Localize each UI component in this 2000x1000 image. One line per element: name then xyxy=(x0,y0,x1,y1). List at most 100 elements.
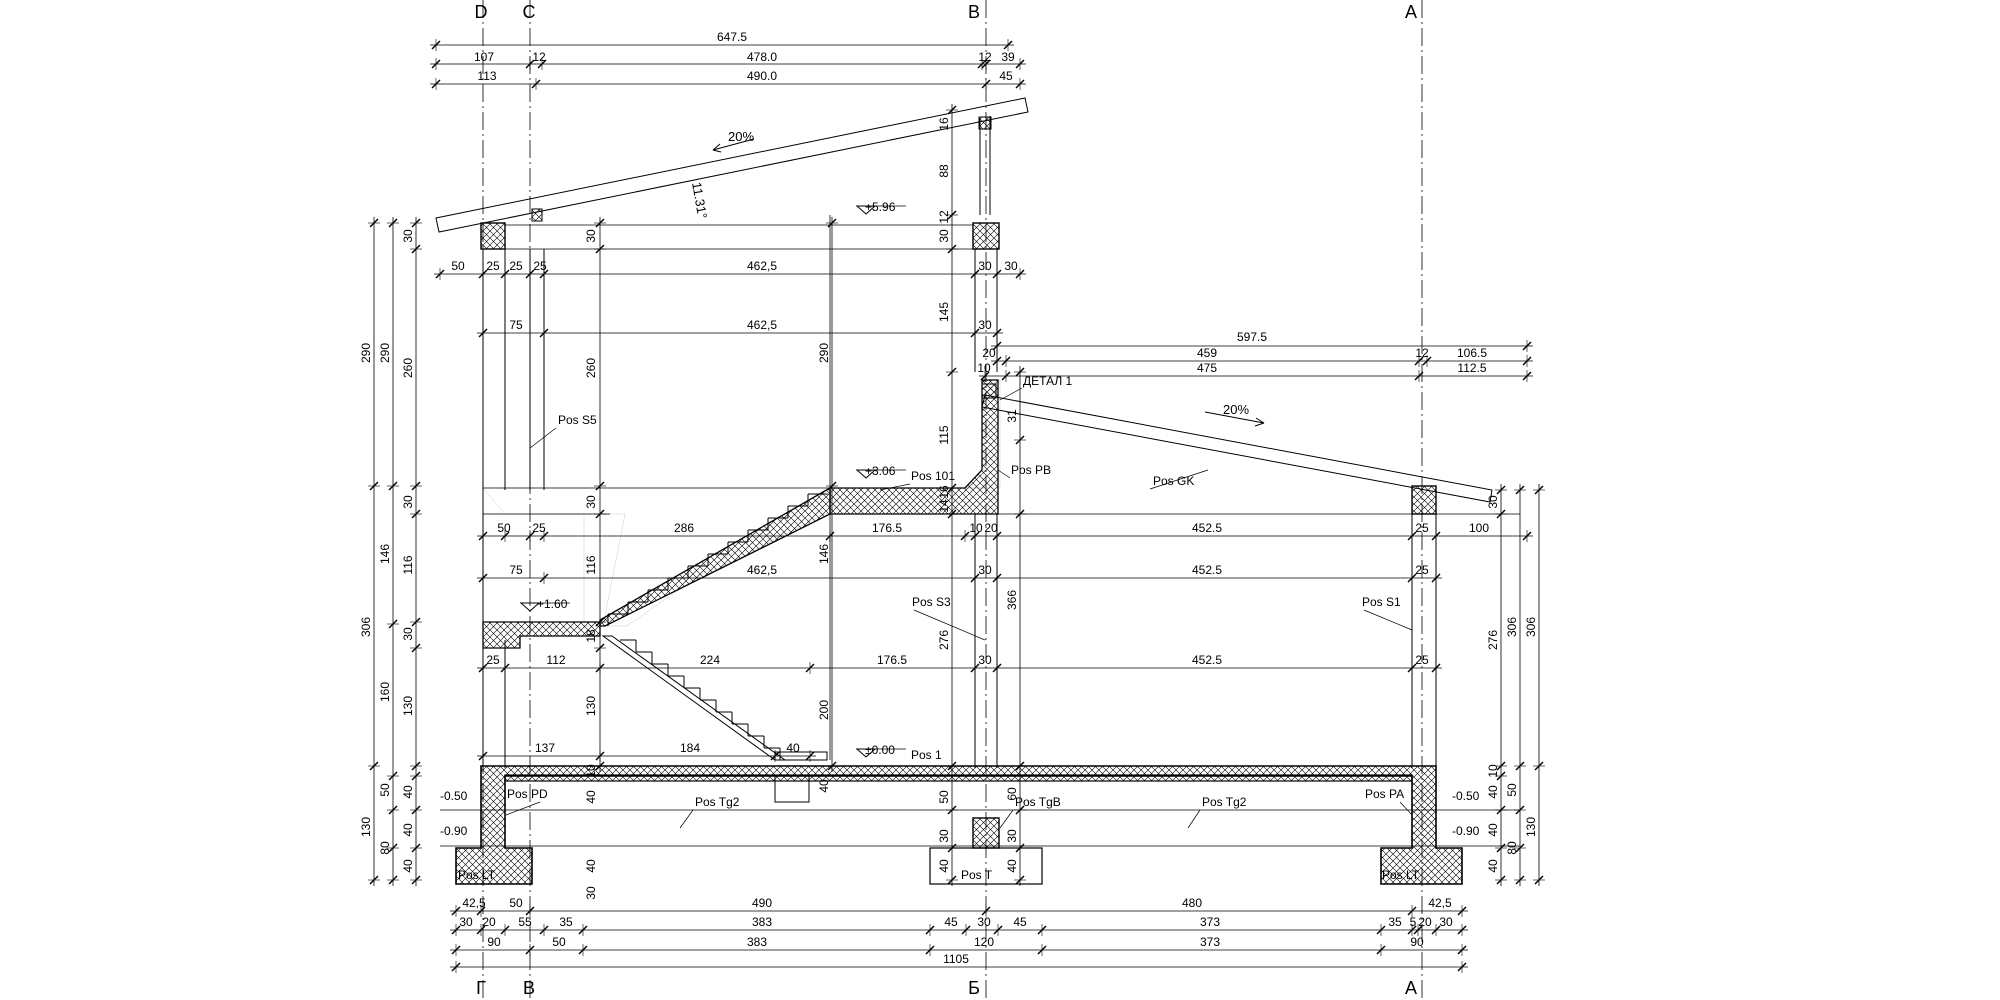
axis-label-a-bottom: А xyxy=(1405,978,1417,998)
label-leader xyxy=(1187,809,1201,829)
dim-text: 100 xyxy=(1469,521,1489,535)
dim-text: 113 xyxy=(477,69,496,83)
dim-text: 112 xyxy=(546,653,565,667)
dim-overall: 647.5 xyxy=(717,30,747,44)
roof-sheet-right xyxy=(981,394,1493,503)
dim-text: 50 xyxy=(1505,783,1519,797)
strip-footing-b xyxy=(929,847,1043,885)
ring-beam-right xyxy=(972,222,1000,250)
label-pos-s3: Pos S3 xyxy=(912,595,951,609)
dim-text: 20 xyxy=(1418,915,1432,929)
axis-label-a-top: A xyxy=(1405,2,1417,22)
dim-text: 50 xyxy=(497,521,511,535)
dim-text: 50 xyxy=(509,896,523,910)
slope-arrow-right xyxy=(1204,411,1265,424)
dim-text: 90 xyxy=(1410,935,1424,949)
slope-label-left: 20% xyxy=(728,129,754,144)
dim-text: 40 xyxy=(937,859,951,873)
dimension-lines xyxy=(368,39,1545,973)
level-mark-ground-right: -0.50 xyxy=(1452,789,1480,803)
label-pos-1: Pos 1 xyxy=(911,748,942,762)
label-leader xyxy=(1363,609,1413,631)
dim-text: 130 xyxy=(401,696,415,716)
roof-angle-label: 11.31° xyxy=(689,181,710,220)
dim-text: 30 xyxy=(978,259,992,273)
roof-purlin xyxy=(531,208,543,222)
dim-text: 40 xyxy=(1486,823,1500,837)
dim-text: 40 xyxy=(1486,859,1500,873)
dim-text: 75 xyxy=(509,318,523,332)
dim-text: 112.5 xyxy=(1457,361,1486,375)
axis-label-b-bottom: Б xyxy=(968,978,980,998)
slab-top xyxy=(504,774,1413,782)
dim-text: 12 xyxy=(532,50,546,64)
dim-text: 40 xyxy=(786,741,800,755)
dim-text: 30 xyxy=(978,653,992,667)
dim-text: 30 xyxy=(401,495,415,509)
label-pos-pa: Pos PA xyxy=(1365,787,1404,801)
dim-text: 30 xyxy=(937,229,951,243)
dim-text: 260 xyxy=(584,358,598,378)
label-detail-1: ДЕТАЛ 1 xyxy=(1023,374,1073,388)
level-mark-landing: +1.60 xyxy=(537,597,568,611)
dim-text: 306 xyxy=(1505,617,1519,637)
dim-text: 25 xyxy=(486,653,500,667)
dim-text: 478.0 xyxy=(747,50,777,64)
dim-text: 160 xyxy=(378,682,392,702)
dim-text: 290 xyxy=(378,343,392,363)
dim-text: 30 xyxy=(978,318,992,332)
dim-text: 276 xyxy=(1486,630,1500,650)
detail-1-marker xyxy=(981,383,997,399)
dim-text: 146 xyxy=(378,544,392,564)
dim-text: 50 xyxy=(451,259,465,273)
dim-text: 10 xyxy=(969,521,983,535)
dim-text: 12 xyxy=(978,50,992,64)
dim-text: 145 xyxy=(937,302,951,322)
dim-text: 30 xyxy=(401,229,415,243)
label-leader xyxy=(1149,469,1209,490)
label-pos-lt-left: Pos LT xyxy=(458,868,496,882)
dim-text: 107 xyxy=(474,50,494,64)
level-mark-roof: +5.96 xyxy=(865,200,896,214)
dim-text: 276 xyxy=(937,630,951,650)
dim-text: 30 xyxy=(584,229,598,243)
label-pos-tg2-left: Pos Tg2 xyxy=(695,795,740,809)
dim-text: 146 xyxy=(817,544,831,564)
label-leader xyxy=(999,387,1023,401)
label-pos-101: Pos 101 xyxy=(911,469,955,483)
dim-text: 42,5 xyxy=(1428,896,1452,910)
dim-text: 45 xyxy=(999,69,1013,83)
position-labels: Pos S5 Pos 101 Pos PB ДЕТАЛ 1 Pos GK Pos… xyxy=(458,374,1420,882)
dim-text: 10 xyxy=(977,361,991,375)
dim-text: 286 xyxy=(674,521,694,535)
dim-text: 40 xyxy=(584,790,598,804)
dim-text: 14 xyxy=(937,499,951,513)
label-pos-tgb: Pos TgB xyxy=(1015,795,1061,809)
slope-arrow-head xyxy=(1255,417,1265,424)
roof-post-cap xyxy=(978,116,992,130)
slope-label-right: 20% xyxy=(1223,402,1249,417)
dim-text: 25 xyxy=(486,259,500,273)
roof-sheet-left xyxy=(435,97,1029,233)
slope-arrow-head xyxy=(712,143,721,151)
dim-text: 20 xyxy=(982,346,996,360)
dim-text: 25 xyxy=(1415,653,1429,667)
label-leader xyxy=(505,801,541,816)
dim-text: 20 xyxy=(482,915,496,929)
dim-text: 224 xyxy=(700,653,720,667)
dim-text: 475 xyxy=(1197,361,1217,375)
left-vertical-dim-text: 290 306 130 290 146 160 30 260 30 116 30… xyxy=(359,229,415,873)
dim-text: 18 xyxy=(584,629,598,643)
dim-text: 290 xyxy=(359,343,373,363)
label-leader xyxy=(879,483,911,491)
dim-text: 60 xyxy=(1005,787,1019,801)
dim-text: 490.0 xyxy=(747,69,777,83)
ground-floor-dim-text: 50 25 286 176.5 10 20 452.5 25 100 75 46… xyxy=(486,521,1489,755)
dim-text: 30 xyxy=(978,563,992,577)
dim-text: 462,5 xyxy=(747,259,777,273)
label-pos-lt-right: Pos LT xyxy=(1382,868,1420,882)
slope-arrow-head xyxy=(712,149,722,153)
label-pos-pb: Pos PB xyxy=(1011,463,1051,477)
dim-text: 31 xyxy=(1005,409,1019,423)
level-mark-footing-right: -0.90 xyxy=(1452,824,1480,838)
